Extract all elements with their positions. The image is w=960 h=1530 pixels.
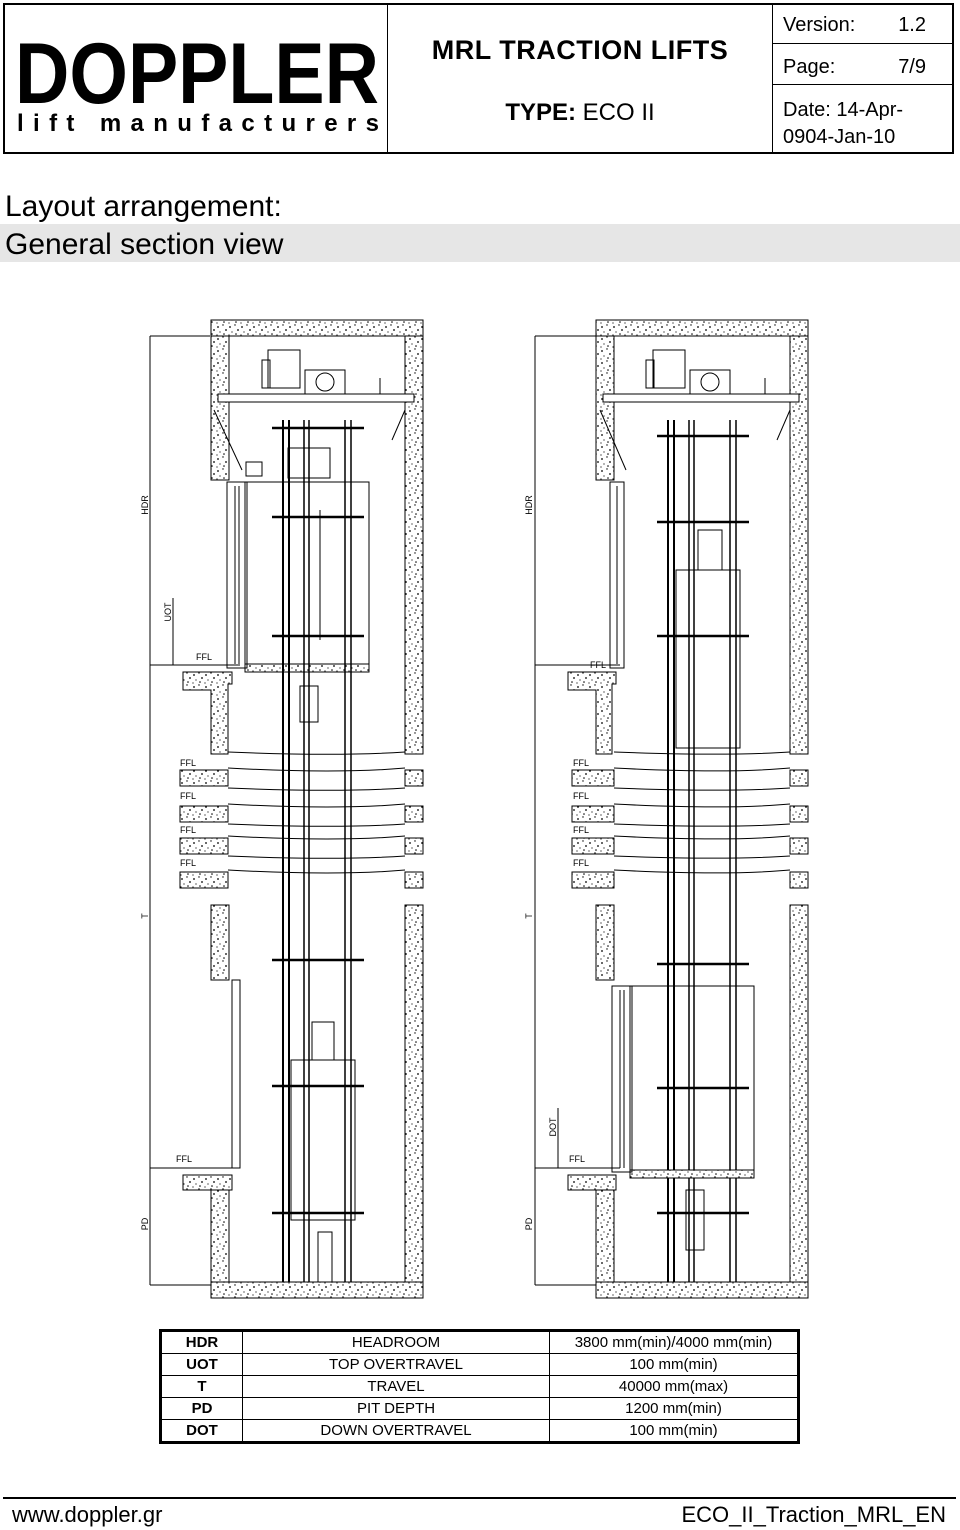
type-label: TYPE:	[505, 99, 576, 126]
label-hdr-left: HDR	[140, 495, 150, 515]
row-value: 100 mm(min)	[549, 1353, 799, 1376]
footer-doc-code: ECO_II_Traction_MRL_EN	[681, 1502, 946, 1527]
label-ffl-1-right: FFL	[573, 758, 589, 768]
label-ffl-bottom-right: FFL	[569, 1154, 585, 1164]
section-subtitle: General section view	[5, 228, 284, 261]
table-row: UOT TOP OVERTRAVEL 100 mm(min)	[160, 1353, 799, 1376]
date-line-1: Date: 14-Apr-	[783, 99, 904, 121]
table-row: HDR HEADROOM 3800 mm(min)/4000 mm(min)	[160, 1330, 799, 1354]
label-ffl-4-left: FFL	[180, 858, 196, 868]
row-value: 40000 mm(max)	[549, 1375, 799, 1398]
shaft-left	[149, 319, 424, 1299]
label-t-left: T	[140, 913, 150, 919]
version-label: Version:	[783, 14, 856, 36]
doppler-logo: DOPPLER lift manufacturers	[15, 29, 379, 137]
shaft-right	[534, 319, 809, 1299]
row-name: TOP OVERTRAVEL	[242, 1353, 550, 1376]
section-drawing: HDR UOT T PD HDR T PD DOT FFL FFL FFL FF…	[140, 319, 809, 1299]
row-abbr: DOT	[160, 1419, 243, 1443]
table-row: PD PIT DEPTH 1200 mm(min)	[160, 1397, 799, 1420]
version-row: Version: 1.2	[773, 5, 952, 44]
date-block: Date: 14-Apr- 0904-Jan-10	[783, 97, 903, 151]
label-ffl-4-right: FFL	[573, 858, 589, 868]
label-ffl-2-left: FFL	[180, 791, 196, 801]
section-subtitle-band	[0, 224, 960, 262]
row-abbr: T	[160, 1375, 243, 1398]
row-abbr: PD	[160, 1397, 243, 1420]
row-abbr: HDR	[160, 1330, 243, 1354]
row-value: 100 mm(min)	[549, 1419, 799, 1443]
row-name: TRAVEL	[242, 1375, 550, 1398]
section-title: Layout arrangement:	[5, 190, 282, 223]
product-cell: MRL TRACTION LIFTS TYPE: ECO II	[388, 5, 773, 152]
page-row: Page: 7/9	[773, 44, 952, 85]
document-header: DOPPLER lift manufacturers MRL TRACTION …	[3, 3, 954, 154]
row-name: PIT DEPTH	[242, 1397, 550, 1420]
label-ffl-3-left: FFL	[180, 825, 196, 835]
label-ffl-top-left: FFL	[196, 652, 212, 662]
row-value: 1200 mm(min)	[549, 1397, 799, 1420]
logo-cell: DOPPLER lift manufacturers	[5, 5, 388, 152]
page-value: 7/9	[898, 56, 926, 78]
label-ffl-2-right: FFL	[573, 791, 589, 801]
table-row: T TRAVEL 40000 mm(max)	[160, 1375, 799, 1398]
label-ffl-top-right: FFL	[590, 660, 606, 670]
label-ffl-3-right: FFL	[573, 825, 589, 835]
label-t-right: T	[524, 913, 534, 919]
label-ffl-bottom-left: FFL	[176, 1154, 192, 1164]
dimensions-table: HDR HEADROOM 3800 mm(min)/4000 mm(min) U…	[159, 1329, 800, 1444]
row-name: DOWN OVERTRAVEL	[242, 1419, 550, 1443]
label-pd-right: PD	[524, 1217, 534, 1230]
footer-rule	[3, 1497, 956, 1499]
label-uot: UOT	[163, 602, 173, 622]
label-hdr-right: HDR	[524, 495, 534, 515]
type-line: TYPE: ECO II	[388, 99, 772, 127]
row-abbr: UOT	[160, 1353, 243, 1376]
label-ffl-1-left: FFL	[180, 758, 196, 768]
logo-word: DOPPLER	[15, 29, 379, 122]
product-title: MRL TRACTION LIFTS	[431, 35, 729, 65]
label-dot: DOT	[548, 1117, 558, 1137]
date-line-2: 0904-Jan-10	[783, 126, 896, 148]
version-cell: Version: 1.2 Page: 7/9 Date: 14-Apr- 090…	[773, 5, 952, 152]
row-value: 3800 mm(min)/4000 mm(min)	[549, 1330, 799, 1354]
footer-website[interactable]: www.doppler.gr	[12, 1502, 163, 1527]
table-row: DOT DOWN OVERTRAVEL 100 mm(min)	[160, 1419, 799, 1443]
row-name: HEADROOM	[242, 1330, 550, 1354]
type-value: ECO II	[582, 99, 655, 126]
label-pd-left: PD	[140, 1217, 150, 1230]
page-label: Page:	[783, 56, 836, 78]
version-value: 1.2	[898, 14, 926, 36]
